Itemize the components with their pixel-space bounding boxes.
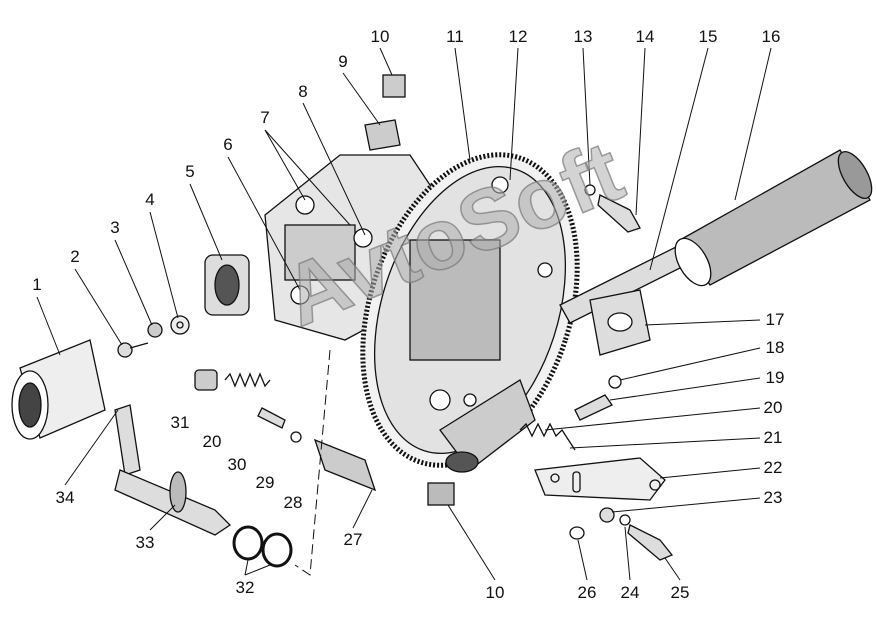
part-label: 9 [338, 52, 348, 71]
part-label: 21 [763, 428, 783, 447]
part-spring-20 [224, 372, 271, 388]
part-label: 18 [765, 338, 785, 357]
part-label: 4 [145, 190, 155, 209]
part-label: 20 [763, 398, 783, 417]
part-label: 8 [298, 82, 308, 101]
part-label: 10 [370, 27, 390, 46]
part-label: 31 [170, 413, 190, 432]
part-label: 19 [765, 368, 785, 387]
part-coupling [11, 339, 106, 440]
part-label: 24 [620, 583, 640, 602]
part-label: 7 [260, 108, 270, 127]
part-label: 27 [343, 530, 363, 549]
part-gear [204, 254, 250, 316]
part-bolt-2 [117, 342, 133, 358]
part-label: 17 [765, 310, 785, 329]
part-label: 1 [32, 275, 42, 294]
part-label: 28 [283, 493, 303, 512]
part-label: 33 [135, 533, 155, 552]
leader-lines [36, 47, 772, 581]
part-label: 6 [223, 135, 233, 154]
part-label: 25 [670, 583, 690, 602]
part-label: 5 [185, 162, 195, 181]
part-label: 16 [761, 27, 781, 46]
part-label: 20 [202, 432, 222, 451]
part-ring [232, 525, 264, 561]
part-valve-body [313, 438, 377, 492]
part-label: 26 [577, 583, 597, 602]
part-plate [534, 457, 666, 501]
part-spring-21 [519, 422, 576, 451]
part-label: 10 [485, 583, 505, 602]
part-label: 12 [508, 27, 528, 46]
part-label: 14 [635, 27, 655, 46]
part-ring [261, 532, 293, 568]
part-label: 34 [55, 488, 75, 507]
part-label: 13 [573, 27, 593, 46]
part-shaft [114, 404, 232, 536]
part-plug-bottom [427, 482, 455, 506]
part-label: 22 [763, 458, 783, 477]
part-label: 30 [227, 455, 247, 474]
part-washer-3 [147, 322, 163, 338]
part-label: 32 [235, 578, 255, 597]
part-label: 11 [446, 27, 464, 46]
part-washer-4 [170, 315, 190, 335]
part-flange [360, 152, 580, 473]
part-bolt-14 [597, 194, 641, 233]
part-label: 3 [110, 218, 120, 237]
part-label: 23 [763, 488, 783, 507]
part-label: 29 [255, 473, 275, 492]
part-label: 15 [698, 27, 718, 46]
part-label: 2 [70, 247, 80, 266]
part-plug-top [382, 74, 406, 98]
